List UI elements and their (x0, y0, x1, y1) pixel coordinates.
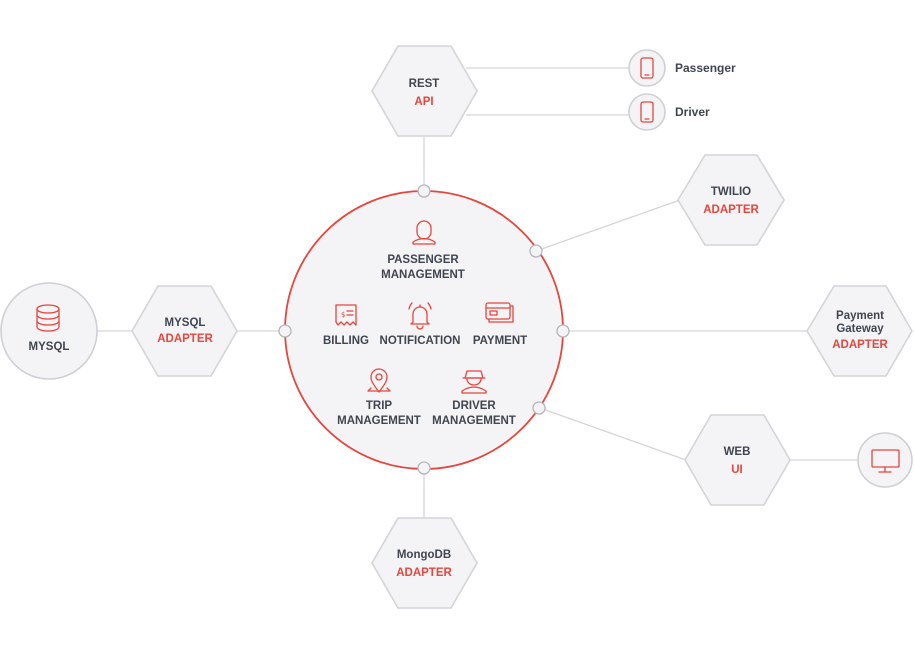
web-ui-hexagon (684, 414, 791, 506)
mongodb-adapter: MongoDB ADAPTER (371, 517, 478, 609)
receipt-icon: $ (335, 304, 357, 326)
passenger-label-line1: PASSENGER (387, 254, 459, 266)
trip-management: TRIP MANAGEMENT (337, 368, 421, 427)
driver-management: DRIVER MANAGEMENT (432, 370, 516, 427)
notification: NOTIFICATION (380, 302, 461, 347)
twilio-hexagon (677, 154, 785, 246)
link-core-twilio (535, 199, 681, 252)
port-top (417, 184, 431, 198)
web-ui-line1: WEB (724, 446, 751, 458)
mysql-database: MYSQL (0, 282, 98, 380)
payment: PAYMENT (473, 302, 527, 347)
mongodb-hexagon (371, 517, 478, 609)
passenger-management: PASSENGER MANAGEMENT (381, 220, 465, 281)
monitor-icon (871, 449, 900, 473)
twilio-line2: ADAPTER (703, 204, 759, 216)
port-right (556, 324, 570, 338)
mysql-database-label: MYSQL (29, 341, 70, 353)
web-ui-line2: UI (731, 464, 743, 476)
payment-gateway-adapter: Payment Gateway ADAPTER (806, 285, 913, 377)
passenger-label-line2: MANAGEMENT (381, 269, 465, 281)
passenger-client-label: Passenger (675, 61, 736, 75)
rest-api-line1: REST (409, 78, 440, 90)
port-left (278, 324, 292, 338)
link-core-web (539, 407, 687, 461)
smartphone-icon (640, 101, 654, 123)
mongodb-line1: MongoDB (397, 549, 451, 561)
mysql-adapter-hexagon (131, 285, 238, 377)
core-circle (284, 190, 564, 470)
connection-lines (96, 67, 858, 518)
core-domain: PASSENGER MANAGEMENT $ BILLING NOTIFICAT… (278, 184, 570, 475)
driver-icon (461, 370, 487, 394)
rest-api-hexagon (371, 45, 478, 137)
driver-client: Driver (628, 93, 710, 131)
mysql-adapter: MYSQL ADAPTER (131, 285, 238, 377)
twilio-line1: TWILIO (711, 186, 751, 198)
driver-label-line2: MANAGEMENT (432, 415, 516, 427)
port-bottom (417, 461, 431, 475)
payment-gateway-line3: ADAPTER (832, 339, 888, 351)
port-upper-right (529, 244, 543, 258)
twilio-adapter: TWILIO ADAPTER (677, 154, 785, 246)
monitor-client-circle (857, 432, 913, 488)
database-icon (36, 304, 60, 332)
rest-api-line2: API (414, 96, 433, 108)
payment-gateway-line2: Gateway (836, 323, 884, 335)
payment-gateway-hexagon (806, 285, 913, 377)
passenger-client-circle (628, 49, 666, 87)
trip-label-line2: MANAGEMENT (337, 415, 421, 427)
credit-card-icon (485, 302, 514, 323)
billing-label: BILLING (323, 335, 369, 347)
mysql-adapter-line1: MYSQL (165, 317, 206, 329)
driver-label-line1: DRIVER (452, 400, 496, 412)
user-icon (412, 220, 436, 245)
svg-text:$: $ (341, 311, 345, 319)
payment-gateway-line1: Payment (836, 310, 884, 322)
bell-icon (408, 302, 432, 330)
rest-api-adapter: REST API (371, 45, 478, 137)
driver-client-circle (628, 93, 666, 131)
notification-label: NOTIFICATION (380, 335, 461, 347)
trip-label-line1: TRIP (366, 400, 393, 412)
driver-client-label: Driver (675, 105, 710, 119)
passenger-client: Passenger (628, 49, 736, 87)
web-ui-adapter: WEB UI (684, 414, 791, 506)
billing: $ BILLING (323, 304, 369, 347)
map-pin-icon (367, 368, 391, 393)
mysql-adapter-line2: ADAPTER (157, 333, 213, 345)
smartphone-icon (640, 57, 654, 79)
mongodb-line2: ADAPTER (396, 567, 452, 579)
payment-label: PAYMENT (473, 335, 527, 347)
port-lower-right (532, 401, 546, 415)
monitor-client (857, 432, 913, 488)
